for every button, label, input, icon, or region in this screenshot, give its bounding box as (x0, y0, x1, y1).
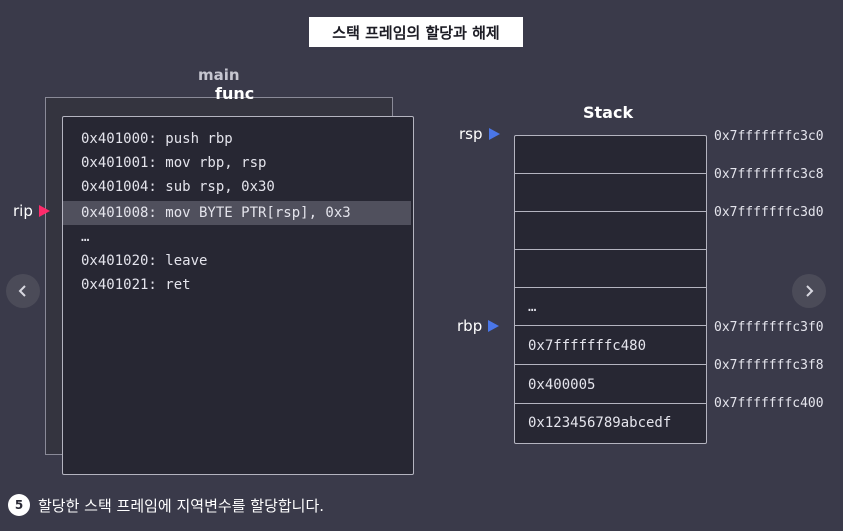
func-frame: 0x401000: push rbp 0x401001: mov rbp, rs… (62, 116, 414, 475)
stack-slot (515, 212, 706, 250)
stack-address: 0x7fffffffc3d0 (714, 205, 824, 220)
stack-slot (515, 250, 706, 288)
next-button[interactable] (792, 274, 826, 308)
chevron-left-icon (18, 285, 26, 297)
code-line: 0x401020: leave (81, 253, 208, 269)
code-line: … (81, 229, 90, 245)
code-line-current: 0x401008: mov BYTE PTR[rsp], 0x3 (63, 201, 411, 225)
stack-slot: 0x7fffffffc480 (515, 327, 706, 365)
rsp-pointer: rsp (459, 125, 500, 143)
stack-title: Stack (583, 103, 634, 122)
chevron-right-icon (806, 285, 814, 297)
rip-label: rip (13, 202, 33, 220)
page-title: 스택 프레임의 할당과 해제 (309, 17, 523, 47)
stack-address: 0x7fffffffc3c0 (714, 129, 824, 144)
rbp-label: rbp (457, 317, 483, 335)
step-caption: 5 할당한 스택 프레임에 지역변수를 할당합니다. (8, 494, 324, 516)
code-line: 0x401004: sub rsp, 0x30 (81, 179, 275, 195)
stack-slot: 0x123456789abcedf (528, 415, 672, 431)
stack-address: 0x7fffffffc3f0 (714, 320, 824, 335)
stack-address: 0x7fffffffc3f8 (714, 358, 824, 373)
stack-slot: 0x400005 (515, 366, 706, 404)
rbp-pointer: rbp (457, 317, 500, 335)
stack-slot: … (515, 288, 706, 326)
prev-button[interactable] (6, 274, 40, 308)
triangle-right-icon (488, 320, 500, 332)
stack-slot (515, 136, 706, 174)
triangle-right-icon (488, 128, 500, 140)
func-frame-label: func (215, 84, 255, 103)
code-line: 0x401021: ret (81, 277, 191, 293)
stack-address: 0x7fffffffc400 (714, 396, 824, 411)
stack: … 0x7fffffffc480 0x400005 0x123456789abc… (514, 135, 707, 444)
step-description: 할당한 스택 프레임에 지역변수를 할당합니다. (38, 496, 325, 515)
rip-pointer: rip (13, 202, 50, 220)
step-number-badge: 5 (8, 494, 30, 516)
rsp-label: rsp (459, 125, 483, 143)
stack-slot (515, 174, 706, 212)
code-line: 0x401000: push rbp (81, 131, 233, 147)
stack-address: 0x7fffffffc3c8 (714, 167, 824, 182)
code-line: 0x401001: mov rbp, rsp (81, 155, 267, 171)
triangle-right-icon (38, 205, 50, 217)
main-frame-label: main (198, 66, 240, 84)
